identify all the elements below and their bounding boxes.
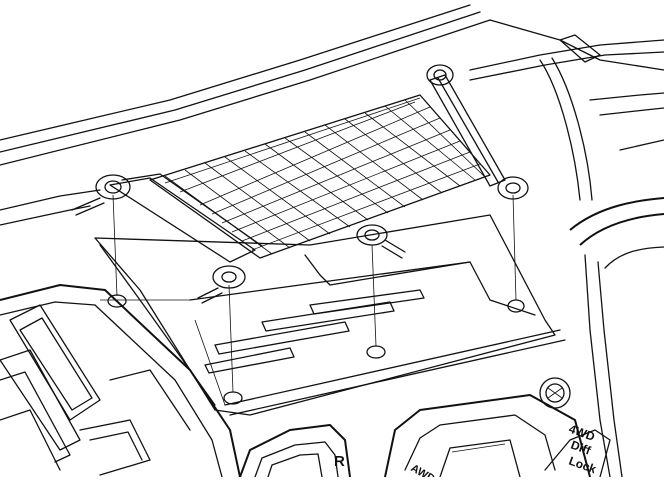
hook-top-right xyxy=(426,64,454,86)
hook-rear-right xyxy=(356,224,406,259)
reverse-label: R xyxy=(334,453,345,470)
hook-front-left xyxy=(71,174,131,216)
right-cowl xyxy=(469,34,664,478)
mount-hole xyxy=(507,299,525,313)
mount-hole xyxy=(366,345,386,359)
mount-hole xyxy=(223,391,243,405)
diff-lock-knob xyxy=(539,377,571,409)
storage-tray xyxy=(94,214,566,416)
left-handle xyxy=(0,284,241,478)
diff-label: Diff xyxy=(569,438,594,458)
shifter-console xyxy=(239,394,611,478)
hook-front-right xyxy=(497,176,529,200)
net-straps xyxy=(109,74,506,263)
leader-lines xyxy=(112,194,517,393)
cargo-net xyxy=(149,94,491,259)
lock-label: Lock xyxy=(567,454,598,477)
hook-rear-left xyxy=(197,265,246,304)
mounting-holes xyxy=(107,294,525,405)
tray-slots xyxy=(204,289,425,374)
body-panel-edge xyxy=(0,4,664,226)
awd-label: AWD xyxy=(409,462,437,477)
net-hooks xyxy=(71,64,529,304)
